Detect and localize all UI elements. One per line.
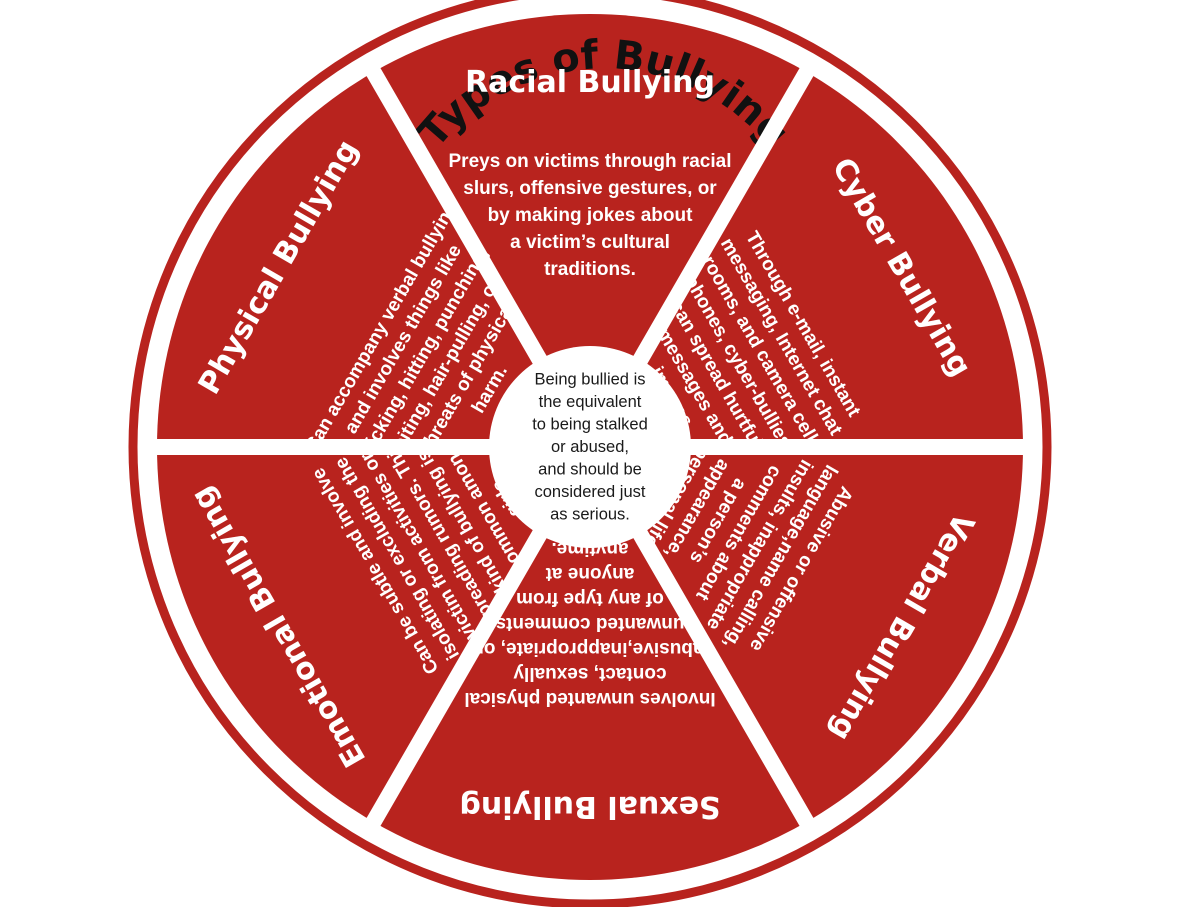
center-message-line: considered just xyxy=(535,483,646,501)
center-message-line: the equivalent xyxy=(539,393,642,411)
center-message-line: as serious. xyxy=(550,506,630,524)
description-line: Involves unwanted physical xyxy=(464,688,715,709)
description-line: by making jokes about xyxy=(488,205,693,226)
center-message-line: or abused, xyxy=(551,438,629,456)
description-line: slurs, offensive gestures, or xyxy=(463,178,717,199)
description-line: anyone at xyxy=(545,563,634,584)
segment-racial: Racial Bullying Preys on victims through… xyxy=(449,65,732,280)
segment-description-racial: Preys on victims through racial slurs, of… xyxy=(449,151,732,280)
description-line: a victim’s cultural xyxy=(510,232,670,253)
center-hub xyxy=(489,346,691,548)
description-line: Preys on victims through racial xyxy=(449,151,732,172)
description-line: abusive,inappropriate, or xyxy=(476,638,704,659)
description-line: unwanted comments xyxy=(496,613,685,634)
outer-ring xyxy=(128,0,1052,907)
segment-title-racial: Racial Bullying xyxy=(465,65,715,100)
segment-title-sexual: Sexual Bullying xyxy=(459,789,720,824)
center-message-line: Being bullied is xyxy=(535,371,646,389)
description-line: traditions. xyxy=(544,259,636,280)
center-message-line: and should be xyxy=(538,461,642,479)
description-line: of any type from xyxy=(516,588,664,609)
center-message: Being bullied is the equivalent to being s… xyxy=(532,371,648,524)
description-line: contact, sexually xyxy=(513,663,667,684)
center-message-line: to being stalked xyxy=(532,416,648,434)
